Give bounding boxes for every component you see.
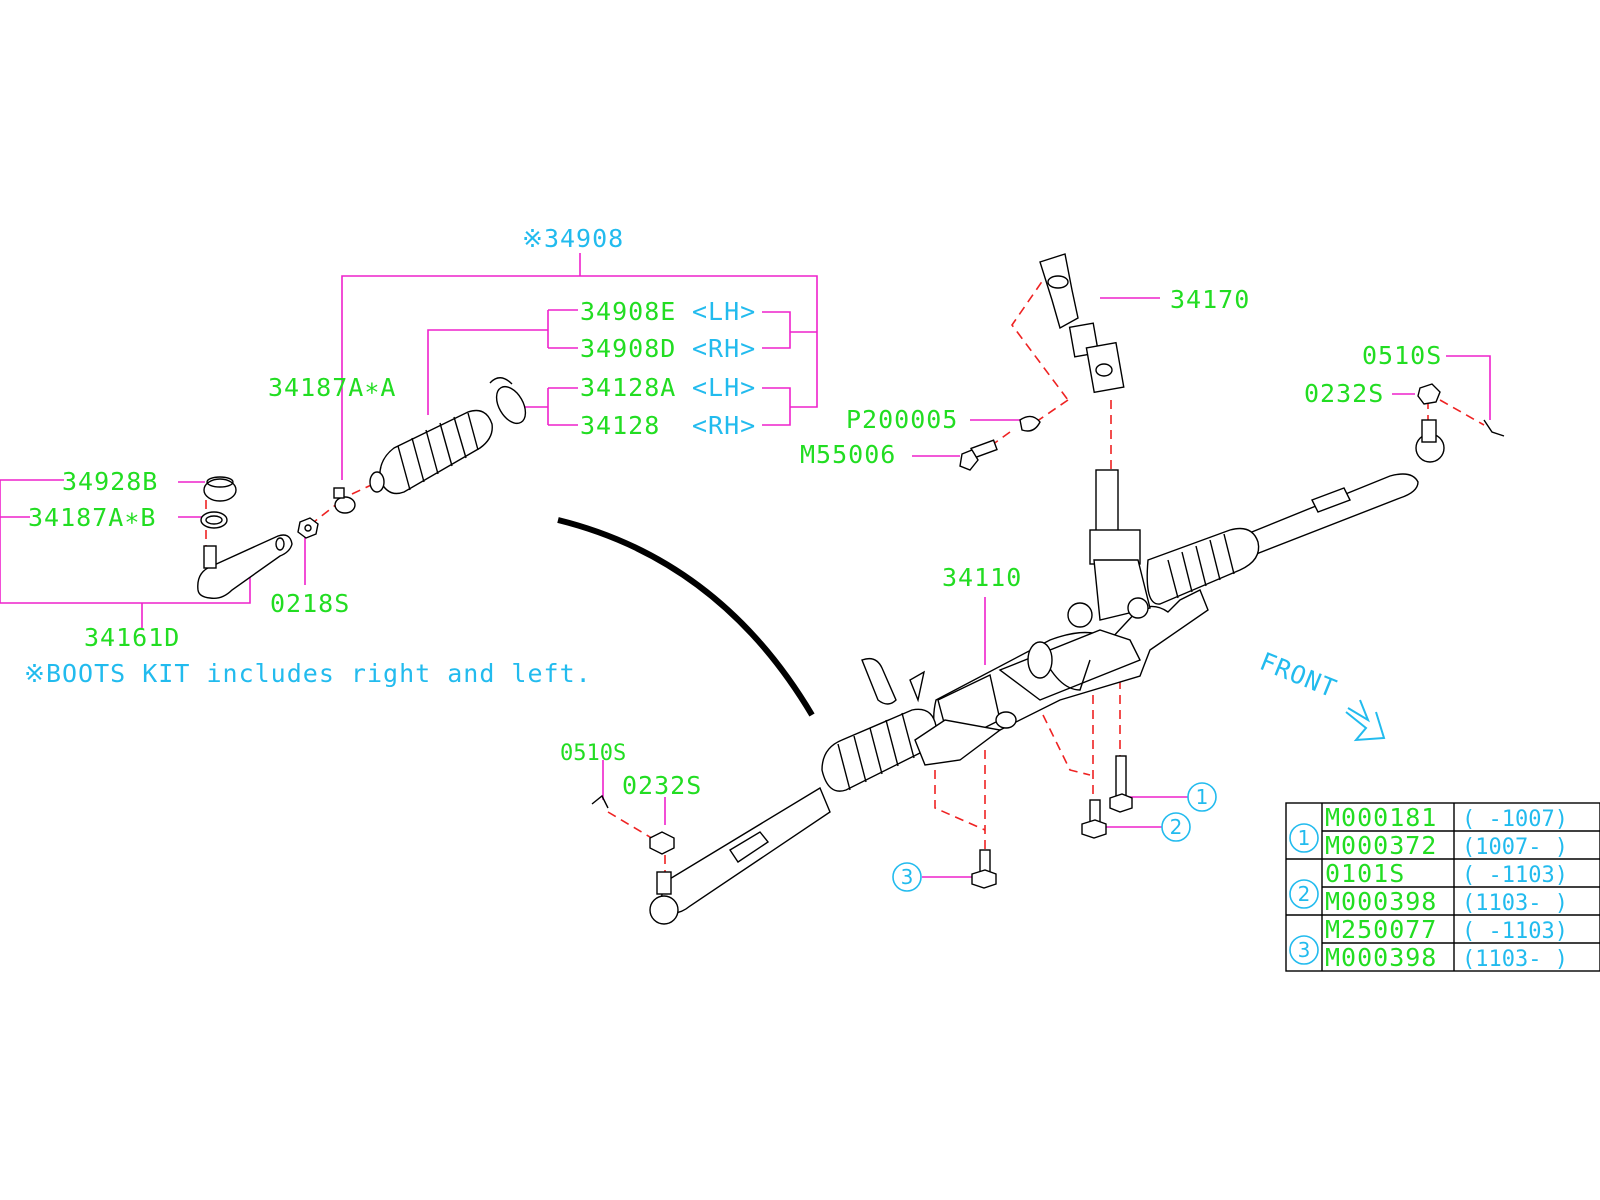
table-part: M000398 xyxy=(1325,887,1437,916)
table-range: (1103- ) xyxy=(1462,891,1568,916)
label-nut-lower: 0232S xyxy=(622,771,702,800)
clamp-ring-b xyxy=(200,511,228,529)
table-range: (1007- ) xyxy=(1462,835,1568,860)
label-cotter-left: 0510S xyxy=(560,741,626,766)
pin-clip xyxy=(1019,415,1041,432)
svg-text:2: 2 xyxy=(1170,815,1183,839)
table-part: M000398 xyxy=(1325,943,1437,972)
table-ref-1: 1 xyxy=(1298,826,1311,850)
table-range: ( -1007) xyxy=(1462,807,1568,832)
gearbox-left-boot xyxy=(821,657,1017,792)
label-gearbox: 34110 xyxy=(942,563,1022,592)
label-boots-kit: ※34908 xyxy=(522,224,624,253)
pinch-bolt xyxy=(959,439,998,471)
tie-rod-right xyxy=(1230,383,1445,559)
label-boots-lh-tag: <LH> xyxy=(692,297,756,326)
label-band-rh-tag: <RH> xyxy=(692,411,756,440)
parts-table: 1 2 3 M000181 ( -1007) M000372 (1007- ) … xyxy=(1285,802,1600,972)
bolt-1 xyxy=(1109,755,1133,813)
table-ref-2: 2 xyxy=(1298,882,1311,906)
label-nut-left: 0218S xyxy=(270,589,350,618)
callout-1: 1 xyxy=(1187,782,1217,812)
reference-arrow xyxy=(557,517,815,717)
table-part: M250077 xyxy=(1325,915,1437,944)
table-range: (1103- ) xyxy=(1462,947,1568,972)
label-boots-rh-tag: <RH> xyxy=(692,334,756,363)
label-tie-rod-end: 34161D xyxy=(84,623,180,652)
front-direction-indicator: FRONT xyxy=(1256,647,1386,742)
boots-kit-note: ※BOOTS KIT includes right and left. xyxy=(24,659,592,688)
bolt-3 xyxy=(971,849,997,889)
cotter-pin-right xyxy=(1483,419,1505,437)
cotter-pin-left xyxy=(591,794,609,809)
table-part: 0101S xyxy=(1325,859,1405,888)
label-nut-right: 0232S xyxy=(1304,379,1384,408)
tie-rod-end-left xyxy=(197,534,293,600)
label-boots-lh: 34908E xyxy=(580,297,676,326)
table-range: ( -1103) xyxy=(1462,863,1568,888)
table-part: M000372 xyxy=(1325,831,1437,860)
label-cotter-right: 0510S xyxy=(1362,341,1442,370)
label-bolt: M55006 xyxy=(800,440,896,469)
dust-cap xyxy=(203,476,237,502)
svg-text:FRONT: FRONT xyxy=(1256,647,1341,704)
assembly-centerlines xyxy=(205,269,1485,880)
lock-nut-left xyxy=(297,517,319,539)
label-boots-rh: 34908D xyxy=(580,334,676,363)
label-band-rh: 34128 xyxy=(580,411,660,440)
callout-2: 2 xyxy=(1161,812,1191,842)
table-range: ( -1103) xyxy=(1462,919,1568,944)
universal-joint xyxy=(1039,253,1125,394)
clamp-a xyxy=(333,487,356,514)
boot-band xyxy=(489,377,527,425)
svg-text:3: 3 xyxy=(901,865,914,889)
label-band-lh-tag: <LH> xyxy=(692,373,756,402)
table-part: M000181 xyxy=(1325,803,1437,832)
label-u-joint: 34170 xyxy=(1170,285,1250,314)
bolt-2 xyxy=(1081,799,1107,839)
label-clamp-a: 34187A∗A xyxy=(268,373,396,402)
steering-boot xyxy=(369,409,493,495)
label-cap: 34928B xyxy=(62,467,158,496)
tie-rod-left xyxy=(649,786,831,925)
callout-3: 3 xyxy=(892,862,922,892)
label-band-lh: 34128A xyxy=(580,373,676,402)
table-ref-3: 3 xyxy=(1298,938,1311,962)
label-clamp-b: 34187A∗B xyxy=(28,503,156,532)
label-pin: P200005 xyxy=(846,405,958,434)
castle-nut-lower xyxy=(649,831,675,855)
svg-text:1: 1 xyxy=(1196,785,1209,809)
